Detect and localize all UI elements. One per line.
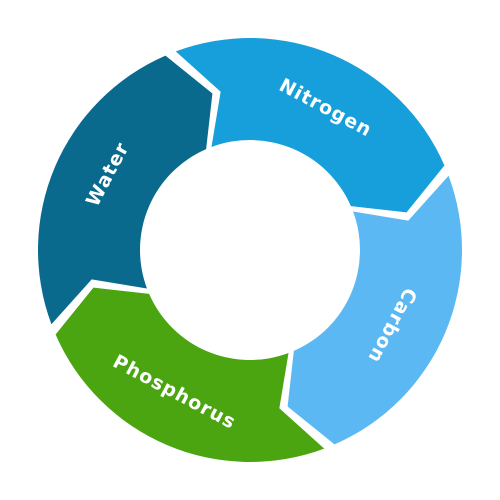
segment-water: Water bbox=[38, 55, 213, 325]
segment-phosphorus: Phosphorus bbox=[55, 287, 325, 462]
segment-carbon-shape bbox=[287, 175, 462, 445]
segment-water-shape bbox=[38, 55, 213, 325]
segment-carbon: Carbon bbox=[287, 175, 462, 445]
segment-phosphorus-shape bbox=[55, 287, 325, 462]
segment-nitrogen-shape bbox=[175, 38, 445, 213]
segment-nitrogen: Nitrogen bbox=[175, 38, 445, 213]
